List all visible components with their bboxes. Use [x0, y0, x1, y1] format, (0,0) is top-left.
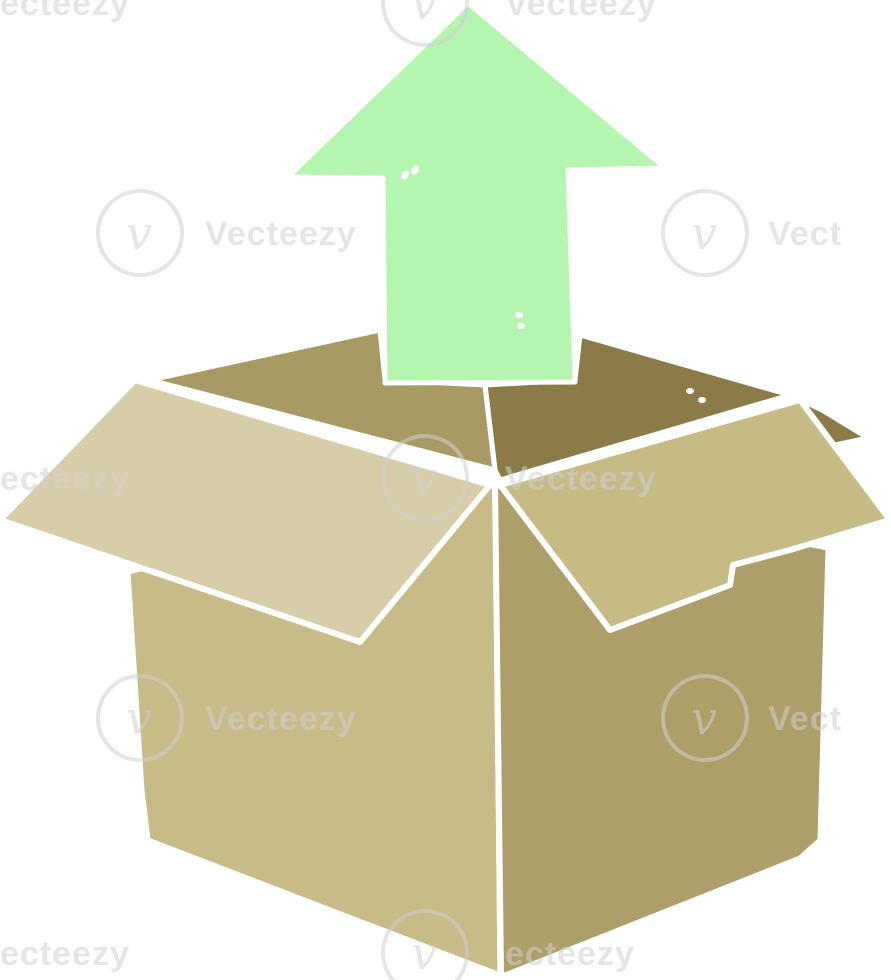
watermark-text: Vecteezy: [505, 460, 657, 498]
upload-arrow: [285, 0, 668, 386]
watermark-text: Vecteezy: [205, 215, 357, 253]
svg-text:v: v: [126, 206, 152, 260]
watermark-logo-icon: v: [381, 909, 469, 980]
svg-text:v: v: [411, 926, 437, 980]
watermark-logo-icon: v: [96, 674, 184, 762]
watermark-text: ecteezy: [0, 460, 130, 498]
watermark-logo-icon: v: [661, 189, 749, 277]
watermark-logo-icon: v: [381, 0, 469, 47]
watermark-logo-icon: v: [96, 189, 184, 277]
watermark-logo-icon: v: [661, 674, 749, 762]
svg-text:v: v: [691, 206, 717, 260]
svg-text:v: v: [411, 0, 437, 30]
box-highlight-marks: [686, 388, 706, 403]
arrow-highlight-marks: [401, 165, 525, 329]
box-center-seam: [492, 482, 504, 978]
watermark-text: Vecteezy: [205, 700, 357, 738]
svg-text:v: v: [126, 691, 152, 745]
watermark-text: ecteezy: [0, 935, 130, 973]
svg-text:v: v: [691, 691, 717, 745]
watermark-text: Vect: [768, 215, 842, 253]
svg-text:v: v: [411, 451, 437, 505]
box-flap-right: [497, 397, 891, 633]
watermark-text: Vecteezy: [505, 0, 657, 23]
watermark-text: Vect: [768, 700, 842, 738]
watermark-text: ecteezy: [0, 0, 130, 23]
watermark-logo-icon: v: [381, 434, 469, 522]
watermark-text: ecteezy: [505, 935, 635, 973]
box-inner-seam: [482, 382, 498, 473]
box-flap-left: [0, 377, 493, 645]
